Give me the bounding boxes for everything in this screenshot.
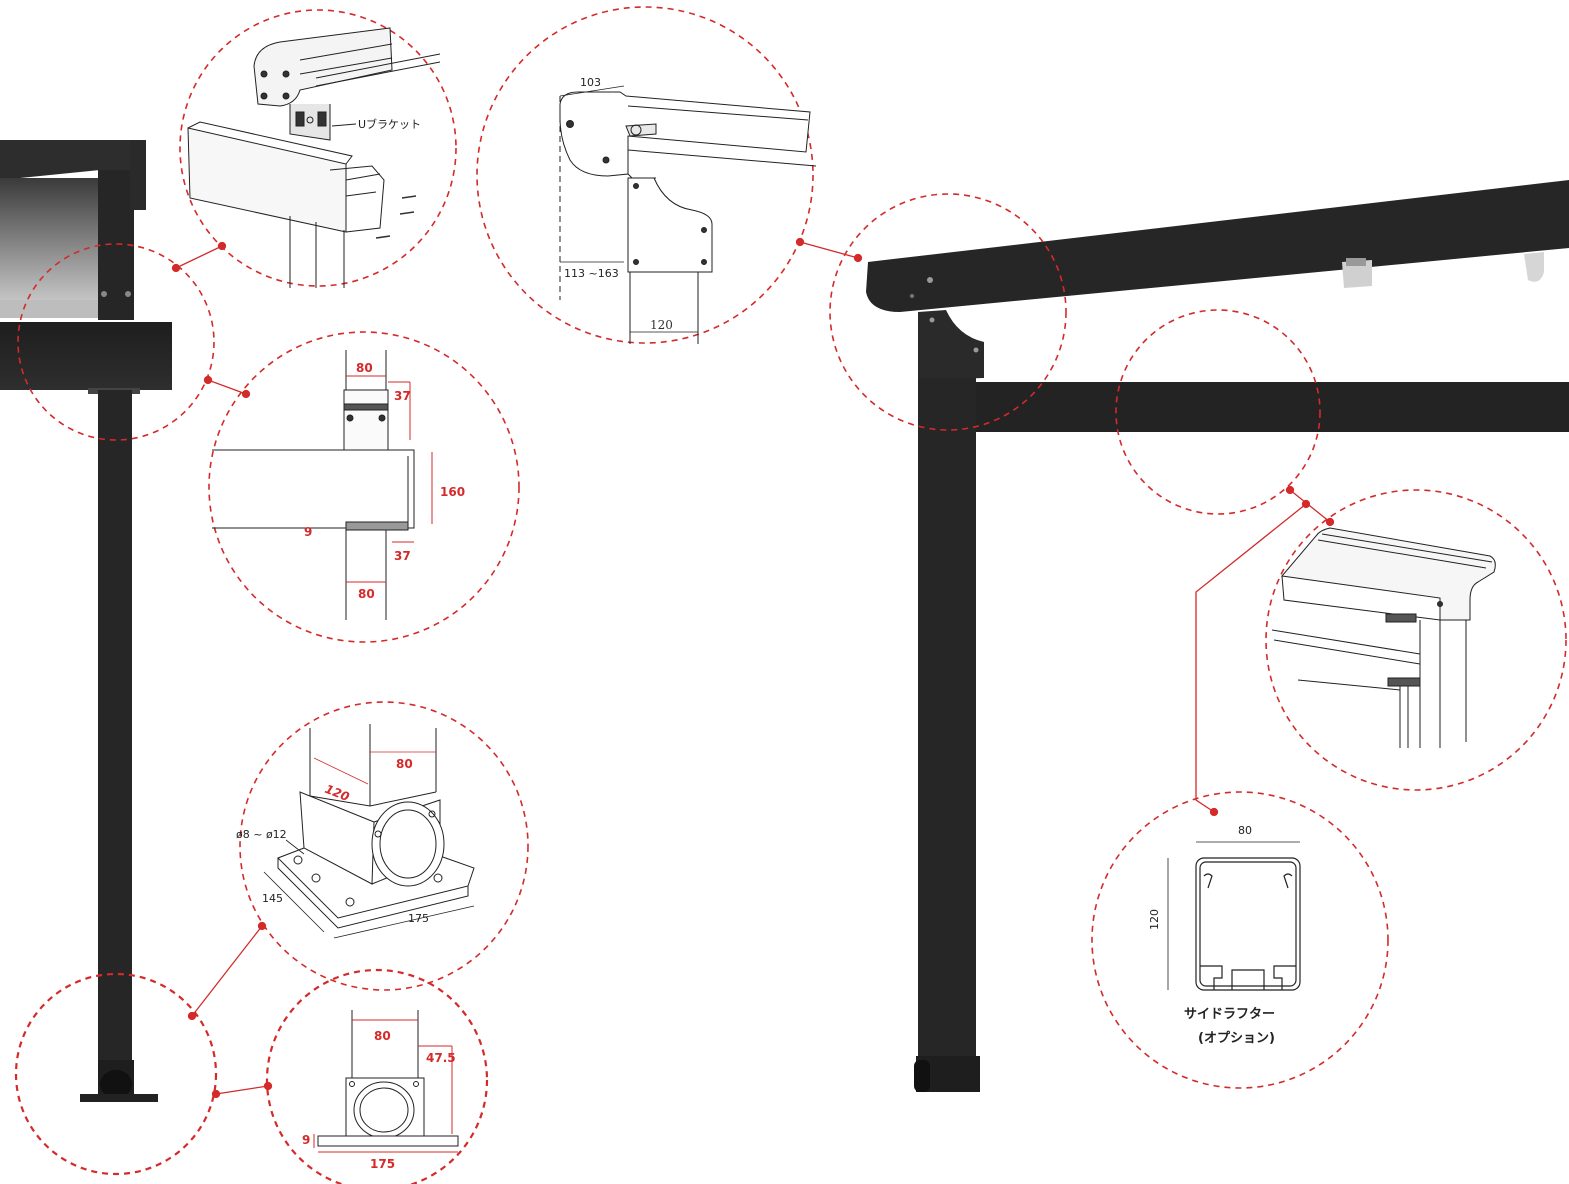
rafter-profile-subtitle: (オプション)	[1198, 1031, 1275, 1046]
callout-base-iso	[277, 724, 475, 929]
rafter-profile-dims	[1167, 841, 1300, 990]
right-pergola-structure	[866, 180, 1569, 1092]
callout-beam-joint	[212, 350, 415, 620]
dim-side-top-width: 103	[580, 76, 601, 89]
callout-circle-rafter-detail	[1265, 489, 1567, 791]
dim-rafter-width: 80	[1238, 824, 1252, 837]
callout-side-top	[559, 85, 817, 344]
dim-base-iso-plate-depth: 145	[262, 892, 283, 905]
dim-joint-bottom-gap: 37	[394, 549, 411, 563]
dim-base-iso-plate-width: 175	[408, 912, 429, 925]
callout-rafter-profile	[1195, 857, 1301, 991]
callout-circle-base-iso	[239, 701, 529, 991]
callout-circle-base-front	[265, 968, 489, 1184]
dim-joint-bottom-width: 80	[358, 587, 375, 601]
rafter-profile-title: サイドラフター	[1184, 1007, 1275, 1022]
callout-circle-right-top-source	[829, 193, 1067, 431]
dim-base-front-height: 9	[302, 1133, 310, 1147]
dim-side-top-offset: 113 ~163	[564, 267, 619, 280]
beam-joint-dims	[346, 375, 433, 583]
callout-base-front	[317, 1010, 459, 1147]
left-pergola-structure	[0, 140, 172, 1102]
dim-joint-height: 160	[440, 485, 465, 499]
dim-base-iso-width: 80	[396, 757, 413, 771]
dim-base-iso-bolt: ø8 ~ ø12	[236, 828, 287, 841]
dim-joint-offset: 9	[304, 525, 312, 539]
u-bracket-label: Uブラケット	[358, 117, 421, 131]
dim-base-front-width: 80	[374, 1029, 391, 1043]
callout-rafter-detail	[1271, 527, 1496, 748]
callout-circle-side-top	[476, 6, 814, 344]
callout-circles	[14, 6, 1567, 1184]
leader-lines	[171, 237, 1335, 1099]
dim-side-top-post: 120	[650, 318, 673, 332]
dim-base-front-plate-width: 175	[370, 1157, 395, 1171]
base-front-dims	[313, 1019, 458, 1153]
dim-base-front-gap: 47.5	[426, 1051, 456, 1065]
dim-joint-top-gap: 37	[394, 389, 411, 403]
callout-circle-left-base-source	[14, 972, 218, 1176]
callout-circle-beam-joint	[208, 331, 520, 643]
dim-rafter-height: 120	[1148, 909, 1161, 930]
callout-circle-right-beam-source	[1115, 309, 1321, 515]
dim-joint-top-width: 80	[356, 361, 373, 375]
callout-circle-left-beam-source	[17, 243, 215, 441]
callout-circle-top-bracket	[179, 9, 457, 287]
callout-top-bracket	[187, 27, 441, 288]
base-iso-dims	[263, 751, 475, 939]
callout-circle-rafter-profile	[1091, 791, 1389, 1089]
